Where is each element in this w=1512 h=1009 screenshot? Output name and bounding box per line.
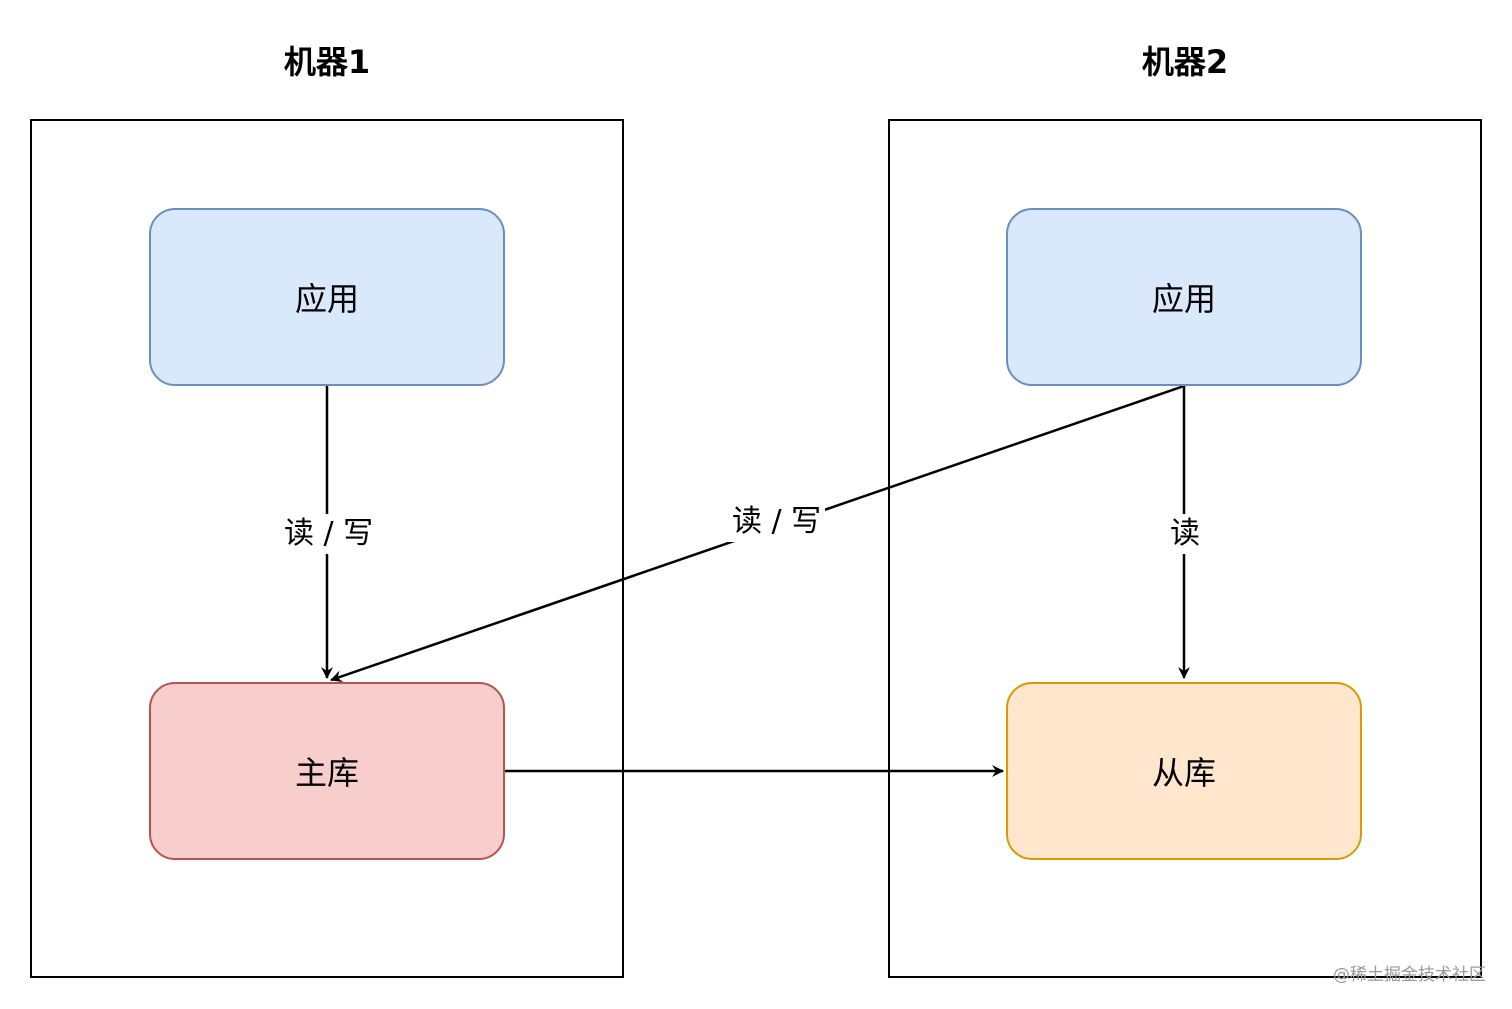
master-db-node[interactable]: 主库 <box>149 682 505 860</box>
edge-label-app1-master: 读 / 写 <box>280 514 378 554</box>
machine-1-container <box>30 119 624 978</box>
app-node-label: 应用 <box>294 280 359 318</box>
machine-2-container <box>888 119 1482 978</box>
app-node-machine-2[interactable]: 应用 <box>1006 208 1362 386</box>
edge-label-app2-slave: 读 <box>1166 514 1204 554</box>
machine-1-title: 机器1 <box>283 43 371 81</box>
app-node-label: 应用 <box>1151 280 1216 318</box>
master-db-label: 主库 <box>294 754 359 792</box>
watermark-text: @稀土掘金技术社区 <box>1333 965 1486 985</box>
slave-db-node[interactable]: 从库 <box>1006 682 1362 860</box>
slave-db-label: 从库 <box>1151 754 1216 792</box>
app-node-machine-1[interactable]: 应用 <box>149 208 505 386</box>
edge-label-app2-master: 读 / 写 <box>728 502 826 542</box>
machine-2-title: 机器2 <box>1141 43 1229 81</box>
